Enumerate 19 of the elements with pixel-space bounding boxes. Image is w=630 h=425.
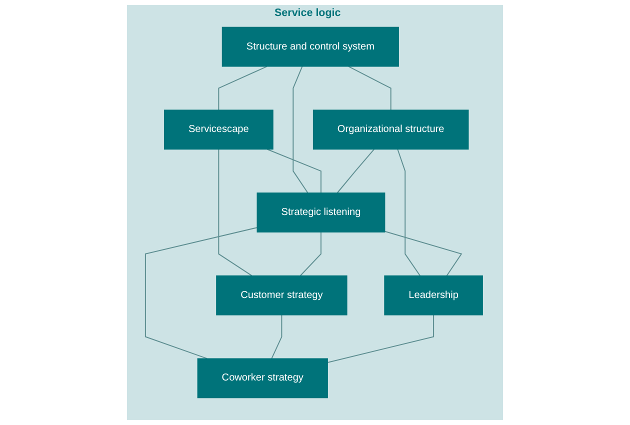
connector — [266, 148, 322, 193]
connector — [397, 149, 420, 276]
node-box: Structure and control system — [222, 26, 399, 67]
connector — [348, 66, 392, 110]
connector — [300, 232, 322, 276]
node-box: Customer strategy — [216, 275, 348, 316]
connector — [144, 227, 258, 360]
node-box: Organizational structure — [312, 110, 469, 150]
node-box: Leadership — [384, 275, 483, 316]
connector — [384, 230, 462, 276]
connector — [218, 66, 268, 110]
connector — [271, 314, 282, 359]
node-box: Coworker strategy — [197, 358, 328, 398]
connector — [218, 149, 252, 276]
node-box: Servicescape — [164, 110, 274, 150]
node-box: Strategic listening — [256, 192, 386, 232]
connector — [292, 66, 308, 194]
connector — [327, 314, 434, 363]
connector — [336, 148, 374, 194]
